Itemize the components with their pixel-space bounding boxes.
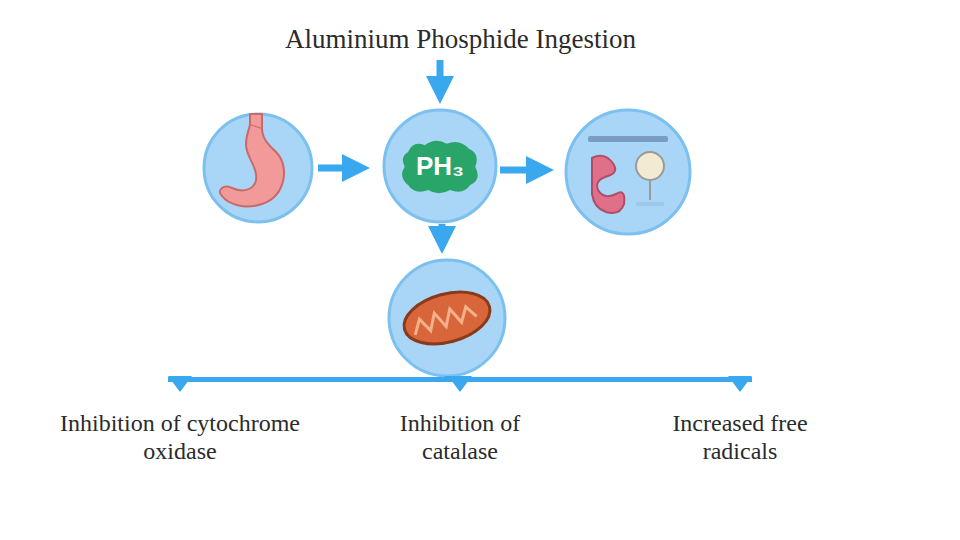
mitochondria-icon (389, 260, 505, 376)
effect-label: Inhibition of catalase (375, 410, 545, 465)
node-text-wrap: PH₃ (416, 151, 464, 182)
organ-effects-icon (566, 110, 690, 234)
stomach-icon (204, 114, 312, 222)
effect-label: Increased free radicals (645, 410, 835, 465)
ph3-circle (384, 110, 496, 222)
gas-cloud-node: PH₃ (398, 137, 482, 195)
diagram-title: Aluminium Phosphide Ingestion (285, 24, 636, 55)
effect-label: Inhibition of cytochrome oxidase (60, 410, 300, 465)
branch-bar (168, 376, 752, 392)
flow-arrows (318, 60, 540, 240)
node-label: PH₃ (416, 151, 464, 182)
